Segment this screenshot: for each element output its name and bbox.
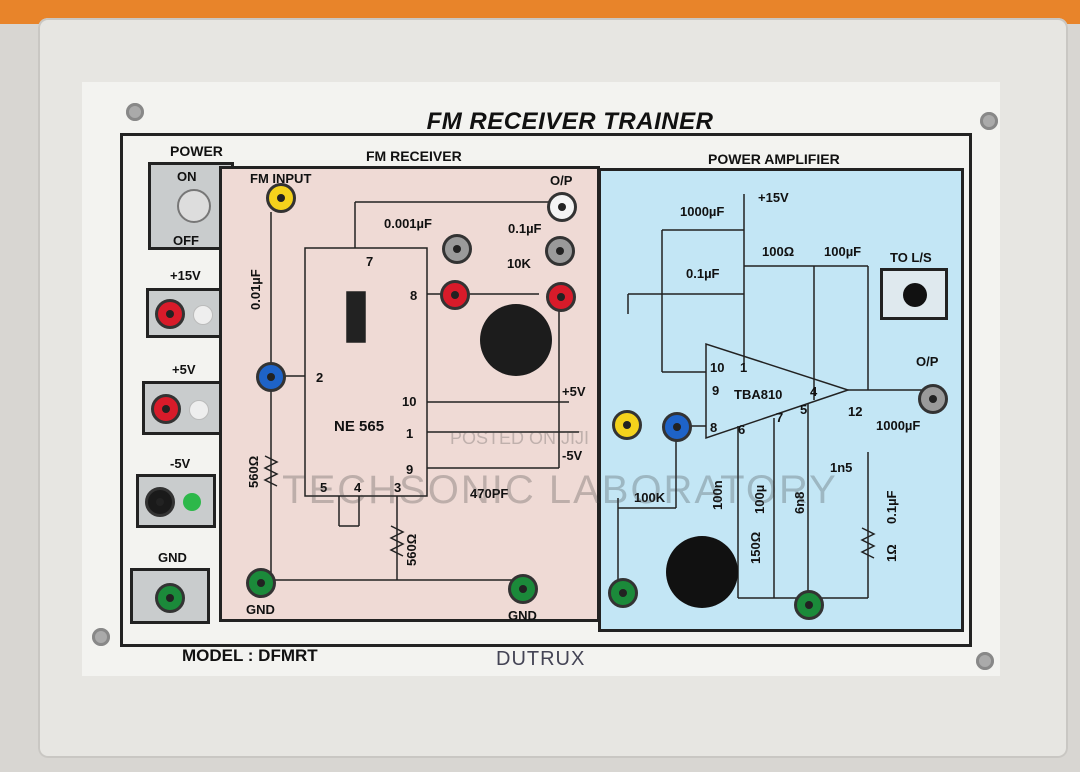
receiver-op-jack[interactable] [547, 192, 577, 222]
res-560a-label: 560Ω [246, 455, 261, 488]
pin8-jack[interactable] [440, 280, 470, 310]
gnd-box [130, 568, 210, 624]
res-100-label: 100Ω [762, 244, 795, 259]
pin8-label: 8 [410, 288, 418, 303]
cap-1n5-label: 1n5 [830, 460, 853, 475]
vneg5-jack[interactable] [145, 487, 175, 517]
cap-test-jack[interactable] [545, 236, 575, 266]
cap-1000a-label: 1000µF [680, 204, 725, 219]
model-label: MODEL : DFMRT [182, 646, 318, 665]
power-title: POWER [170, 143, 223, 159]
led-icon [183, 493, 201, 511]
fm-input-label: FM INPUT [250, 171, 312, 186]
amp-pot-label: 100K [634, 490, 666, 505]
res-150-label: 150Ω [748, 531, 763, 564]
v15-box [146, 288, 226, 338]
receiver-gnd-jack[interactable] [246, 568, 276, 598]
posted-watermark: POSTED ON JIJI [450, 428, 590, 448]
amp-cap-01-label: 0.1µF [686, 266, 720, 281]
v5-label: +5V [172, 362, 196, 377]
tba810-label: TBA810 [734, 387, 783, 402]
res-560b-label: 560Ω [404, 533, 419, 566]
pin7-label: 7 [366, 254, 374, 269]
pin5-label: 5 [320, 480, 328, 495]
screw-icon [126, 103, 144, 121]
cap-01-label: 0.1µF [508, 221, 542, 236]
amp-pin8-jack[interactable] [662, 412, 692, 442]
receiver-gnd2-jack[interactable] [508, 574, 538, 604]
amplifier-title: POWER AMPLIFIER [708, 151, 840, 167]
v15-label: +15V [170, 268, 201, 283]
vneg5-box [136, 474, 216, 528]
cap-1000b-label: 1000µF [876, 418, 921, 433]
receiver-gnd2-label: GND [508, 608, 537, 623]
receiver-gnd-label: GND [246, 602, 275, 617]
amp-pot-knob[interactable] [666, 536, 738, 608]
pin3-label: 3 [394, 480, 402, 495]
screw-icon [980, 112, 998, 130]
cap-100-label: 100µF [824, 244, 862, 259]
amp-pin4-label: 4 [810, 384, 818, 399]
led-icon [189, 400, 209, 420]
v15-jack[interactable] [155, 299, 185, 329]
panel-title: FM RECEIVER TRAINER [426, 108, 714, 135]
amp-op-label: O/P [916, 354, 939, 369]
amp-input-jack[interactable] [612, 410, 642, 440]
cap-test-jack[interactable] [442, 234, 472, 264]
led-icon [193, 305, 213, 325]
amp-pin9-label: 9 [712, 383, 720, 398]
tols-label: TO L/S [890, 250, 932, 265]
toggle-switch[interactable] [177, 189, 211, 223]
amp-pin8-label: 8 [710, 420, 718, 435]
receiver-schematic [263, 201, 579, 581]
receiver-title: FM RECEIVER [366, 148, 462, 164]
fm-input-jack[interactable] [266, 183, 296, 213]
pin1-label: 1 [406, 426, 414, 441]
amp-pin10-label: 10 [710, 360, 725, 375]
pot-10k-label: 10K [507, 256, 531, 271]
receiver-op-label: O/P [550, 173, 573, 188]
techsonic-watermark: TECHSONIC LABORATORY [282, 468, 838, 512]
plus5-label: +5V [562, 384, 586, 399]
switch-off-label: OFF [173, 233, 199, 248]
cap-470pf-label: 470PF [470, 486, 509, 501]
vneg5-label: -5V [170, 456, 191, 471]
amp-pin6-label: 6 [738, 422, 746, 437]
power-amplifier-section [598, 168, 964, 632]
amp-v15-label: +15V [758, 190, 789, 205]
minus5-label: -5V [562, 448, 583, 463]
pin10-label: 10 [402, 394, 417, 409]
pot-knob[interactable] [480, 304, 552, 376]
brand-logo: DUTRUX [496, 648, 586, 670]
pin2-label: 2 [316, 370, 324, 385]
amp-gnd2-jack[interactable] [794, 590, 824, 620]
pin2-jack[interactable] [256, 362, 286, 392]
screw-icon [92, 628, 110, 646]
circuit-border [120, 133, 972, 647]
v5-box [142, 381, 222, 435]
fm-receiver-section [219, 166, 600, 622]
ne565-label: NE 565 [334, 418, 385, 435]
cap-0001-label: 0.001µF [384, 216, 432, 231]
amp-cap-01b-label: 0.1µF [884, 490, 899, 524]
amp-pin5-label: 5 [800, 402, 808, 417]
screw-icon [976, 652, 994, 670]
amp-gnd-jack[interactable] [608, 578, 638, 608]
amp-pin7-label: 7 [776, 410, 784, 425]
amp-pin12-label: 12 [848, 404, 863, 419]
gnd-jack[interactable] [155, 583, 185, 613]
speaker-socket-box [880, 268, 948, 320]
amp-op-jack[interactable] [918, 384, 948, 414]
gnd-label: GND [158, 550, 187, 565]
pin4-label: 4 [354, 480, 362, 495]
pot-jack[interactable] [546, 282, 576, 312]
res-1-label: 1Ω [884, 544, 899, 562]
cap-001-label: 0.01µF [248, 269, 263, 310]
switch-on-label: ON [177, 169, 197, 184]
speaker-socket[interactable] [903, 283, 927, 307]
amp-pin1-label: 1 [740, 360, 748, 375]
pin9-label: 9 [406, 462, 414, 477]
v5-jack[interactable] [151, 394, 181, 424]
